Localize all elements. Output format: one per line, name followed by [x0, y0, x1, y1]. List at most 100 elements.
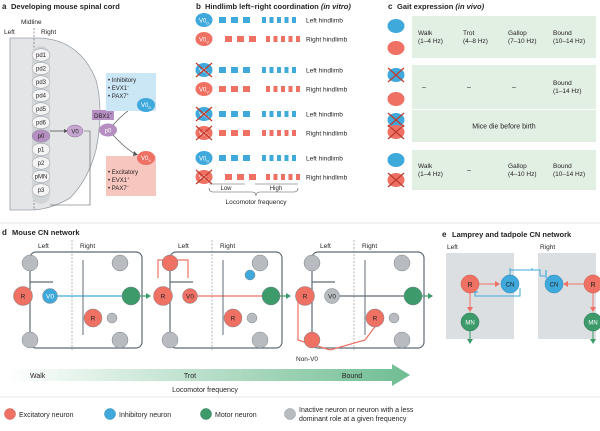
panel-e-left: Left — [447, 244, 458, 251]
gait-cell-freq: (1–4 Hz) — [418, 171, 443, 178]
row-neuron-label: V0D — [199, 18, 209, 25]
left-r-neuron: R — [295, 286, 315, 306]
burst-high — [269, 17, 274, 23]
burst-low — [231, 86, 238, 92]
burst-low — [219, 17, 226, 23]
gait-row-2: Mice die before birth — [387, 110, 596, 142]
panel-d-axis-label: Locomotor frequency — [172, 387, 238, 394]
panel-c-title: Gait expression (in vivo) — [397, 2, 485, 11]
gait-row-0: Walk(1–4 Hz)Trot(4–8 Hz)Gallop(7–10 Hz)B… — [387, 16, 596, 58]
burst-high — [284, 67, 289, 73]
row-neuron-label: V0V — [199, 87, 209, 94]
svg-text:CN: CN — [550, 283, 559, 289]
v0d-label: V0D — [141, 103, 151, 110]
lamprey-right-mn — [583, 312, 600, 332]
gait-cell-freq: (4–10 Hz) — [508, 171, 537, 178]
v0d-prop-2: • PAX7+ — [108, 92, 130, 101]
burst-high — [281, 36, 285, 42]
svg-text:R: R — [373, 316, 378, 323]
domain-label-pd1: pd1 — [36, 53, 47, 59]
legend-inhibitory-swatch — [104, 408, 116, 420]
domain-label-p1: p1 — [38, 148, 45, 154]
burst-low — [243, 130, 250, 136]
left-r-neuron: R — [13, 286, 33, 306]
right-hindlimb-label: Right hindlimb — [306, 130, 348, 137]
burst-low — [243, 155, 250, 161]
row-neuron-label: V0V — [199, 37, 209, 44]
svg-text:MN: MN — [588, 321, 597, 327]
non-v0-pathway — [297, 300, 381, 351]
right-r-neuron: R — [365, 308, 385, 328]
gait-cell-dash: – — [467, 168, 471, 175]
v0d-neuron — [387, 153, 405, 167]
trot-inhibitory-neuron — [244, 269, 256, 281]
svg-text:V0: V0 — [328, 294, 336, 301]
gait-cell-name: Walk — [418, 30, 433, 37]
panel-c: c Gait expression (in vivo) Walk(1–4 Hz)… — [387, 2, 596, 190]
burst-low — [219, 130, 226, 136]
v0v-neuron — [195, 32, 213, 46]
gait-cell-freq: (1–14 Hz) — [553, 88, 582, 95]
non-v0-label: Non-V0 — [296, 356, 318, 363]
gait-cell-name: Walk — [418, 163, 433, 170]
domain-label-p3: p3 — [38, 188, 45, 194]
burst-high — [277, 111, 281, 117]
gait-cell-freq: (7–10 Hz) — [508, 38, 537, 45]
burst-low — [231, 155, 238, 161]
burst-low — [249, 36, 256, 42]
burst-high — [277, 17, 281, 23]
burst-high — [266, 86, 270, 92]
svg-text:R: R — [231, 316, 236, 323]
burst-low — [219, 111, 226, 117]
burst-high — [277, 67, 281, 73]
gait-cell-freq: (4–8 Hz) — [463, 38, 488, 45]
gait-rows: Walk(1–4 Hz)Trot(4–8 Hz)Gallop(7–10 Hz)B… — [387, 16, 596, 190]
bottom-left-neuron — [21, 331, 39, 349]
domain-pd1: pd1 — [31, 48, 51, 62]
gait-cell-name: Gallop — [508, 163, 527, 170]
v0v-label: V0V — [141, 156, 151, 163]
network-left-label: Left — [38, 243, 49, 250]
left-v0-neuron: V0 — [42, 288, 58, 304]
burst-high — [269, 130, 274, 136]
gait-row-3: Walk(1–4 Hz)–Gallop(4–10 Hz)Bound(10–14 … — [387, 150, 596, 190]
top-left-neuron — [161, 254, 179, 272]
right-small-neuron — [246, 312, 258, 324]
gait-cell-name: Gallop — [508, 30, 527, 37]
left-r-neuron: R — [153, 286, 173, 306]
burst-high — [269, 155, 274, 161]
burst-high — [262, 67, 266, 73]
domain-label-p0: p0 — [38, 134, 45, 140]
legend-inhibitory: Inhibitory neuron — [119, 412, 171, 419]
network-left-label: Left — [320, 243, 331, 250]
v0-node — [66, 124, 84, 138]
burst-high — [288, 86, 293, 92]
domain-pd3: pd3 — [31, 75, 51, 89]
domain-label-pMN: pMN — [35, 175, 48, 181]
high-label: High — [270, 186, 282, 192]
burst-low — [225, 36, 232, 42]
network-right-label: Right — [80, 243, 95, 250]
top-left-neuron — [21, 254, 39, 272]
panel-a-left: Left — [4, 29, 15, 36]
lamprey-left-r — [460, 274, 480, 294]
bottom-left-neuron — [161, 331, 179, 349]
burst-low — [231, 130, 238, 136]
v0v-neuron — [387, 92, 405, 106]
burst-low — [243, 86, 250, 92]
panel-a-letter: a — [2, 2, 7, 11]
burst-low — [237, 36, 244, 42]
burst-high — [296, 36, 300, 42]
burst-high — [273, 36, 278, 42]
gait-cell-freq: (10–14 Hz) — [553, 171, 585, 178]
gait-cell-freq: (1–4 Hz) — [418, 38, 443, 45]
burst-low — [219, 86, 226, 92]
